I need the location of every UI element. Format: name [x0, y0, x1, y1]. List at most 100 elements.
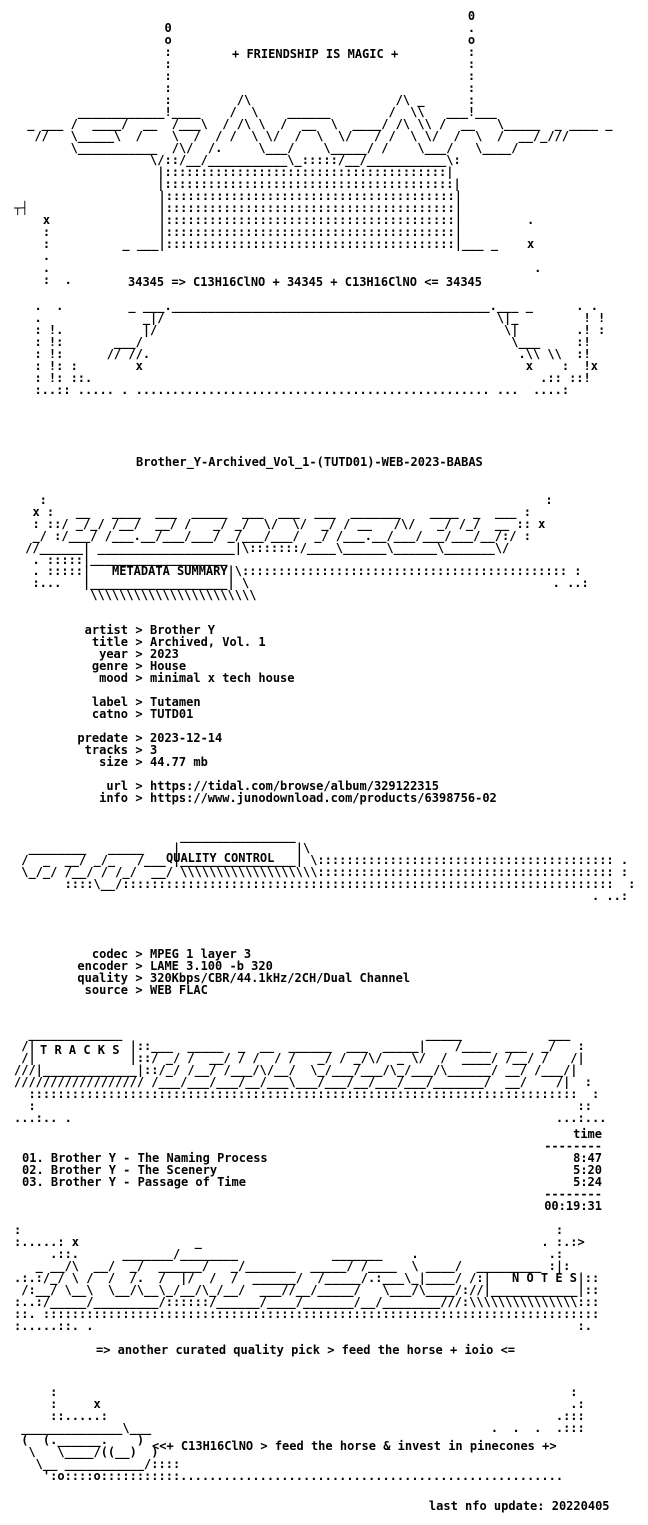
quality-key: codec: [91, 947, 128, 961]
quality-row: quality >320Kbps/CBR/44.1kHz/2CH/Dual Cha…: [22, 972, 410, 984]
metadata-separator: >: [135, 707, 143, 721]
quality-key: quality: [77, 971, 128, 985]
metadata-row: predate >2023-12-14: [22, 732, 497, 744]
quality-value: WEB FLAC: [150, 983, 208, 997]
track-time: 5:20: [573, 1163, 602, 1177]
metadata-row: url > https://tidal.com/browse/album/32912…: [22, 780, 497, 792]
footer-slogan: <<+ C13H16ClNO > feed the horse & invest…: [152, 1439, 557, 1453]
track-row: 02. Brother Y - The Scenery 5:20: [22, 1164, 602, 1176]
metadata-key: url: [106, 779, 128, 793]
quality-key: source: [84, 983, 128, 997]
track-list: time -------- 01. Brother Y - The Naming…: [22, 1128, 602, 1212]
tracks-section-title: T R A C K S: [40, 1043, 120, 1057]
metadata-row: info > https://www.junodownload.com/produc…: [22, 792, 497, 804]
quality-row: codec > MPEG 1 layer 3: [22, 948, 410, 960]
total-time: 00:19:31: [544, 1199, 602, 1213]
metadata-separator: >: [135, 731, 143, 745]
quality-row: encoder > LAME 3.100 -b 320: [22, 960, 410, 972]
metadata-key: artist: [84, 623, 128, 637]
time-separator-top: --------: [544, 1139, 602, 1153]
quality-list: codec > MPEG 1 layer 3 encoder > LAME 3.100 -…: [22, 948, 410, 996]
header-frame-art: . . _ ___.______________________________…: [34, 299, 606, 397]
time-header: time: [573, 1127, 602, 1141]
quality-key: encoder: [77, 959, 128, 973]
metadata-key: predate: [77, 731, 128, 745]
metadata-row: title > Archived, Vol. 1: [22, 636, 497, 648]
metadata-separator: >: [135, 659, 143, 673]
quality-section-title: QUALITY CONTROL: [166, 851, 275, 865]
last-update-label: last nfo update:: [428, 1499, 545, 1513]
metadata-value: minimal x tech house: [150, 671, 295, 685]
metadata-value: Archived, Vol. 1: [150, 635, 266, 649]
metadata-value: 2023-12-14: [150, 731, 223, 745]
metadata-key: mood: [99, 671, 128, 685]
metadata-key: tracks: [84, 743, 128, 757]
track-time: 8:47: [573, 1151, 602, 1165]
track-title: 02. Brother Y - The Scenery: [22, 1163, 218, 1177]
metadata-separator: >: [135, 623, 143, 637]
metadata-separator: >: [135, 779, 143, 793]
notes-section-title: N O T E S: [512, 1271, 578, 1285]
header-slogan: + FRIENDSHIP IS MAGIC +: [232, 47, 399, 61]
notes-ascii-art: : : :.....: x _ . :.:> .::. _______/____…: [14, 1223, 600, 1333]
metadata-row: artist > Brother Y: [22, 624, 497, 636]
tracks-ascii-art: _____________ _____ ___ /| |::___ _____ …: [14, 1027, 607, 1125]
metadata-separator: >: [135, 635, 143, 649]
metadata-separator: >: [135, 743, 143, 757]
metadata-value: 2023: [150, 647, 179, 661]
metadata-row: mood > minimal x tech house: [22, 672, 497, 684]
header-box-art: |:::::::::::::::::::::::::::::::::::::::…: [14, 189, 542, 287]
metadata-ascii-art: : : x : __ ____ ___ _____ ___ ___ ___ __…: [25, 493, 553, 567]
quality-separator: >: [135, 947, 143, 961]
metadata-row: year >2023: [22, 648, 497, 660]
metadata-key: title: [91, 635, 128, 649]
metadata-row: genre > House: [22, 660, 497, 672]
track-row: 03. Brother Y - Passage of Time 5:24: [22, 1176, 602, 1188]
metadata-key: genre: [91, 659, 128, 673]
metadata-value: https://www.junodownload.com/products/63…: [150, 791, 497, 805]
metadata-row: catno > TUTD01: [22, 708, 497, 720]
last-update-value: 20220405: [551, 1499, 610, 1513]
metadata-key: catno: [91, 707, 128, 721]
metadata-separator: >: [135, 695, 143, 709]
quality-row: source > WEB FLAC: [22, 984, 410, 996]
track-title: 03. Brother Y - Passage of Time: [22, 1175, 246, 1189]
metadata-value: 44.77 mb: [150, 755, 208, 769]
track-time: 5:24: [573, 1175, 602, 1189]
header-formula: 34345 => C13H16ClNO + 34345 + C13H16ClNO…: [128, 275, 483, 289]
notes-text: => another curated quality pick > feed t…: [96, 1343, 516, 1357]
header-ascii-art: 0 0 . o o : :: [27, 9, 613, 191]
last-update: last nfo update: 20220405: [400, 1488, 610, 1524]
metadata-separator: >: [135, 671, 143, 685]
metadata-key: year: [99, 647, 128, 661]
release-name: Brother_Y-Archived_Vol_1-(TUTD01)-WEB-20…: [136, 455, 483, 469]
quality-ascii-art: ________________ ________ _____ | |\ / _…: [21, 829, 636, 903]
quality-separator: >: [135, 971, 143, 985]
quality-separator: >: [135, 983, 143, 997]
metadata-row: tracks >3: [22, 744, 497, 756]
metadata-key: label: [91, 695, 128, 709]
quality-value: 320Kbps/CBR/44.1kHz/2CH/Dual Channel: [150, 971, 411, 985]
metadata-row: size >44.77 mb: [22, 756, 497, 768]
quality-separator: >: [135, 959, 143, 973]
metadata-separator: >: [135, 791, 143, 805]
quality-value: LAME 3.100 -b 320: [150, 959, 273, 973]
metadata-row: label > Tutamen: [22, 696, 497, 708]
metadata-value: Tutamen: [150, 695, 201, 709]
metadata-separator: >: [135, 647, 143, 661]
time-separator-bottom: --------: [544, 1187, 602, 1201]
metadata-value: Brother Y: [150, 623, 216, 637]
metadata-value: House: [150, 659, 187, 673]
metadata-value: https://tidal.com/browse/album/329122315: [150, 779, 439, 793]
metadata-value: TUTD01: [150, 707, 194, 721]
metadata-key: info: [99, 791, 128, 805]
quality-value: MPEG 1 layer 3: [150, 947, 252, 961]
metadata-section-title: METADATA SUMMARY: [112, 564, 228, 578]
metadata-key: size: [99, 755, 128, 769]
metadata-value: 3: [150, 743, 158, 757]
footer-ascii-art: : : : x .: ::.....:: [21, 1385, 585, 1483]
metadata-separator: >: [135, 755, 143, 769]
